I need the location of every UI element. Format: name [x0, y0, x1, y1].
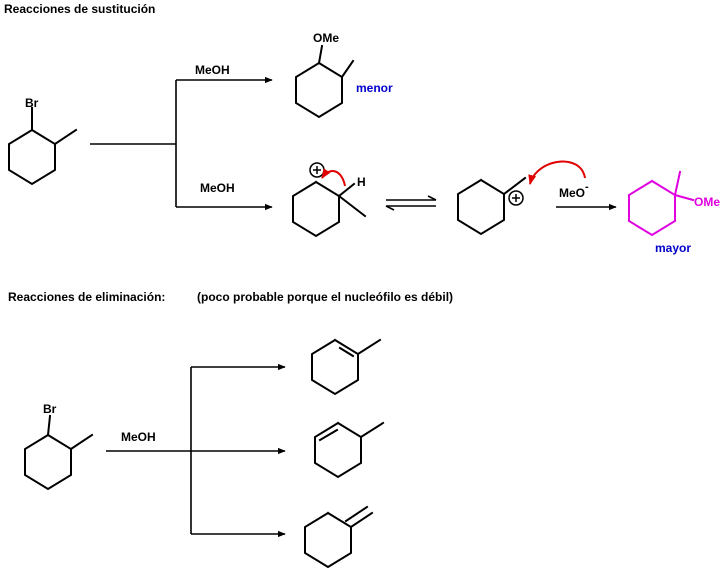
branch-arrows-elimination — [106, 363, 286, 538]
nucleophile-attack-arrow — [528, 160, 586, 185]
alkene-product-3 — [304, 505, 374, 568]
br-atom: Br — [43, 402, 57, 416]
minor-product: OMe — [295, 31, 355, 119]
ring — [314, 421, 362, 479]
ome-group: OMe — [313, 31, 339, 45]
ring — [457, 178, 505, 236]
h-atom: H — [357, 175, 366, 189]
major-product: OMe — [628, 170, 720, 237]
substitution-heading: Reacciones de sustitución — [4, 2, 155, 16]
reagent-meoh-top: MeOH — [195, 63, 230, 77]
elimination-heading: Reacciones de eliminación: — [8, 290, 165, 304]
methoxide-charge: - — [585, 181, 589, 193]
secondary-carbocation: H — [292, 162, 367, 238]
methoxide: MeO — [559, 186, 585, 200]
hydride-shift-arrow — [321, 168, 346, 187]
methyl-bond — [53, 128, 78, 146]
ome-group: OMe — [694, 195, 720, 209]
reagent-meoh-bottom: MeOH — [200, 181, 235, 195]
major-label: mayor — [655, 241, 691, 255]
ring — [292, 180, 340, 238]
elimination-note: (poco probable porque el nucleófilo es d… — [197, 290, 453, 304]
ring — [24, 433, 72, 491]
reagent-meoh-elimination: MeOH — [121, 430, 156, 444]
minor-label: menor — [356, 81, 393, 95]
tertiary-carbocation — [457, 176, 527, 236]
equilibrium-arrows — [385, 195, 437, 211]
ring — [311, 338, 359, 396]
ring — [628, 179, 676, 237]
br-atom: Br — [25, 96, 39, 110]
alkene-product-1 — [311, 338, 382, 396]
ring — [8, 128, 56, 186]
starting-material-substitution: Br — [8, 96, 78, 186]
starting-material-elimination: Br — [24, 402, 94, 491]
alkene-product-2 — [314, 421, 385, 479]
branch-arrows-substitution — [90, 76, 273, 211]
positive-charge — [508, 190, 524, 206]
ring — [295, 61, 343, 119]
ring — [304, 511, 352, 568]
